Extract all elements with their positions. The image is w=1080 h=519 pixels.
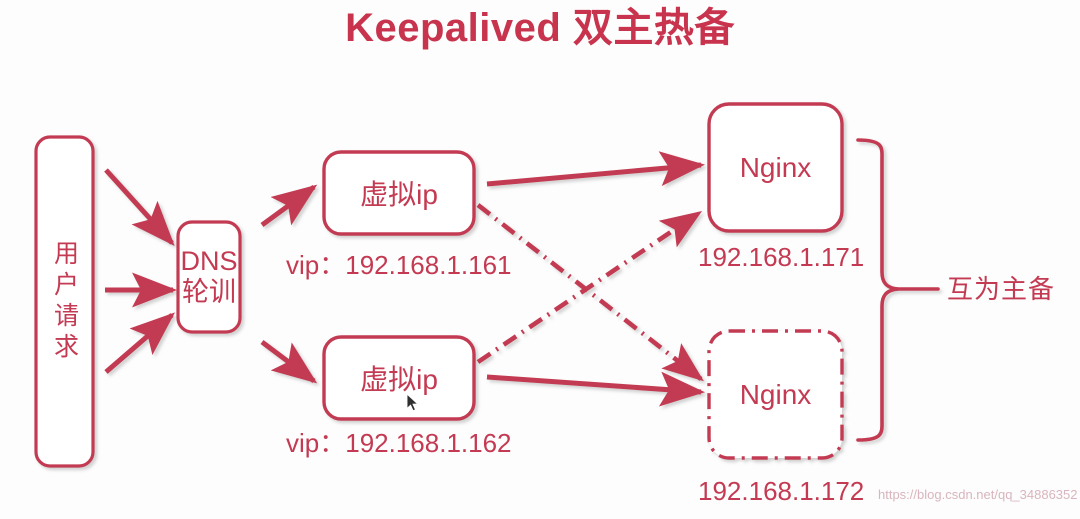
node-vip-bottom-label: 虚拟ip <box>360 364 438 395</box>
edge-dns-to-vip-bottom <box>260 340 318 384</box>
node-dns-label: DNS 轮训 <box>178 222 240 332</box>
brace-label: 互为主备 <box>947 274 1056 304</box>
node-vip-bottom-box <box>322 335 476 421</box>
node-nginx-bottom-label: Nginx <box>739 378 812 410</box>
page-title: Keepalived 双主热备 <box>345 6 735 50</box>
node-nginx-bottom-box <box>707 329 844 460</box>
node-vip-top-box <box>322 150 476 236</box>
node-dns-box <box>176 220 242 334</box>
caption-vip-top: vip：192.168.1.161 <box>286 250 512 280</box>
edge-vip-bottom-to-nginx-bottom <box>486 371 705 407</box>
watermark-text: https://blog.csdn.net/qq_34886352 <box>878 487 1078 502</box>
edge-user-to-dns-upper <box>104 168 175 246</box>
edge-user-to-dns-lower <box>104 312 176 374</box>
edge-vip-top-to-nginx-top <box>486 151 705 187</box>
node-user-request-box <box>34 135 95 468</box>
dns-label-line2: 轮训 <box>182 277 236 307</box>
mouse-cursor <box>406 393 419 412</box>
node-vip-top-label: 虚拟ip <box>360 179 438 210</box>
grouping-brace <box>856 138 899 442</box>
caption-nginx-bottom: 192.168.1.172 <box>698 476 865 506</box>
caption-vip-bottom: vip：192.168.1.162 <box>286 428 512 458</box>
caption-nginx-top: 192.168.1.171 <box>698 242 865 272</box>
node-nginx-top-box <box>707 102 844 233</box>
node-nginx-top-label: Nginx <box>739 151 812 183</box>
edge-vip-top-to-nginx-bottom <box>476 203 704 382</box>
edge-dns-to-vip-top <box>260 184 318 228</box>
node-user-request-label: 用户请求 <box>50 239 79 364</box>
dns-label-line1: DNS <box>180 245 238 276</box>
edge-vip-bottom-to-nginx-top <box>476 210 703 364</box>
